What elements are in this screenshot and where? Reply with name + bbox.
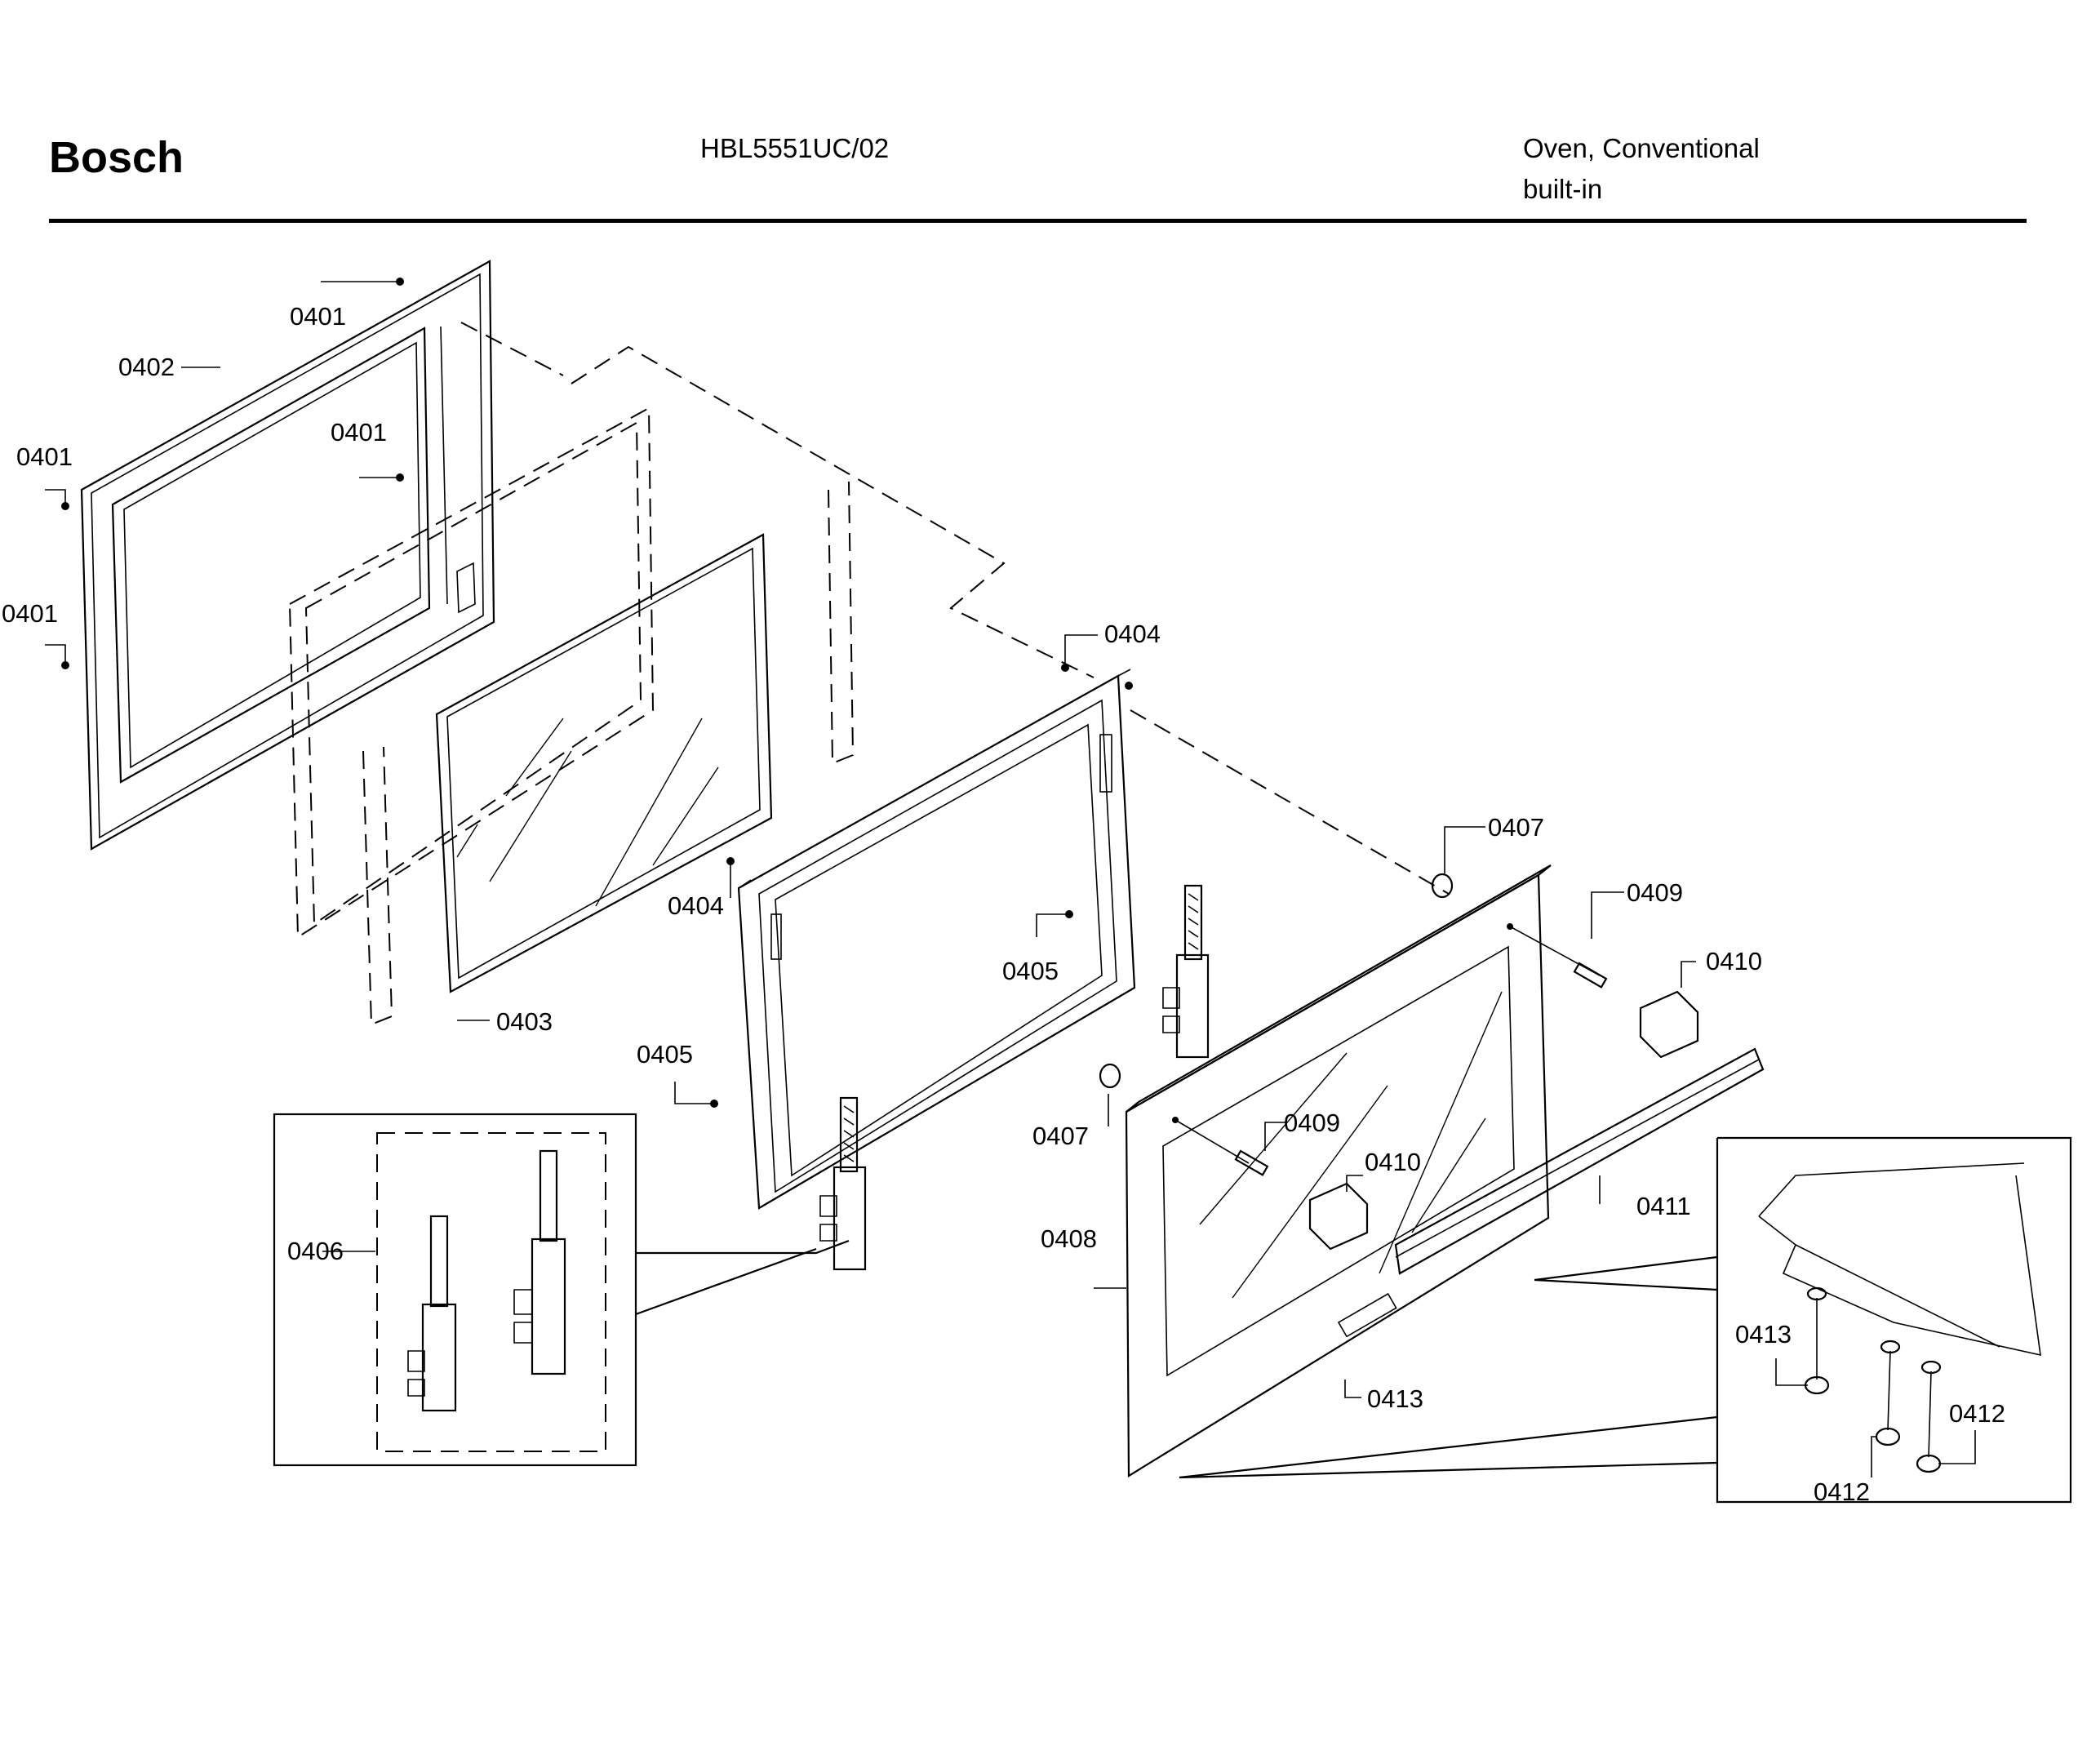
callout-0406: 0406 bbox=[287, 1237, 344, 1265]
product-type-line1: Oven, Conventional bbox=[1523, 133, 1760, 163]
callout-0401-top: 0401 bbox=[290, 302, 346, 331]
callout-0409-lower: 0409 bbox=[1284, 1109, 1340, 1137]
callout-0405-upper: 0405 bbox=[1002, 957, 1059, 985]
door-hinge-upper-0405 bbox=[1162, 884, 1210, 1059]
callout-0407-lower: 0407 bbox=[1032, 1122, 1089, 1150]
inner-glass-pane-0403 bbox=[435, 533, 773, 993]
callout-0404-upper: 0404 bbox=[1104, 620, 1161, 648]
assembly-guide-lines bbox=[460, 322, 1450, 895]
handle-mounts-0409-0410 bbox=[1174, 926, 1699, 1251]
callout-0401-inner: 0401 bbox=[331, 418, 387, 447]
screw-detail-box bbox=[1179, 1136, 2072, 1504]
callout-0408: 0408 bbox=[1041, 1224, 1097, 1253]
door-gasket-dashed bbox=[288, 407, 855, 1026]
callout-0413-main: 0413 bbox=[1367, 1384, 1423, 1413]
header-rule bbox=[49, 219, 2027, 223]
callout-0401-left-lower: 0401 bbox=[2, 599, 58, 628]
outer-door-panel-0408 bbox=[1125, 864, 1552, 1477]
callout-0411: 0411 bbox=[1636, 1192, 1691, 1220]
callout-0410-lower: 0410 bbox=[1365, 1148, 1421, 1176]
hinge-detail-box-0406 bbox=[273, 1113, 850, 1467]
door-outer-frame-0402 bbox=[80, 260, 495, 851]
callout-0407-upper: 0407 bbox=[1488, 813, 1544, 842]
bushing-0407 bbox=[1099, 873, 1454, 1089]
inner-door-frame-0404 bbox=[737, 669, 1136, 1210]
callout-0403: 0403 bbox=[496, 1007, 553, 1036]
brand-name: Bosch bbox=[49, 133, 184, 182]
callout-0402: 0402 bbox=[118, 353, 175, 381]
callout-0409-upper: 0409 bbox=[1627, 878, 1683, 907]
callout-labels: 0401 0402 0401 0401 0401 0403 0404 0404 … bbox=[2, 302, 2005, 1506]
callout-0412-right: 0412 bbox=[1949, 1399, 2005, 1428]
callout-0412-bottom: 0412 bbox=[1814, 1477, 1870, 1506]
door-hinge-lower-0405 bbox=[819, 1096, 867, 1271]
door-handle-0411 bbox=[1394, 1047, 1765, 1275]
callout-leader-lines bbox=[45, 278, 1976, 1477]
callout-0413-detail: 0413 bbox=[1735, 1320, 1792, 1349]
callout-0410-upper: 0410 bbox=[1706, 947, 1762, 975]
callout-0405-lower: 0405 bbox=[637, 1040, 693, 1069]
callout-0404-lower: 0404 bbox=[668, 891, 724, 920]
model-number: HBL5551UC/02 bbox=[700, 133, 890, 163]
product-type-line2: built-in bbox=[1523, 174, 1603, 204]
callout-0401-left-upper: 0401 bbox=[16, 442, 73, 471]
